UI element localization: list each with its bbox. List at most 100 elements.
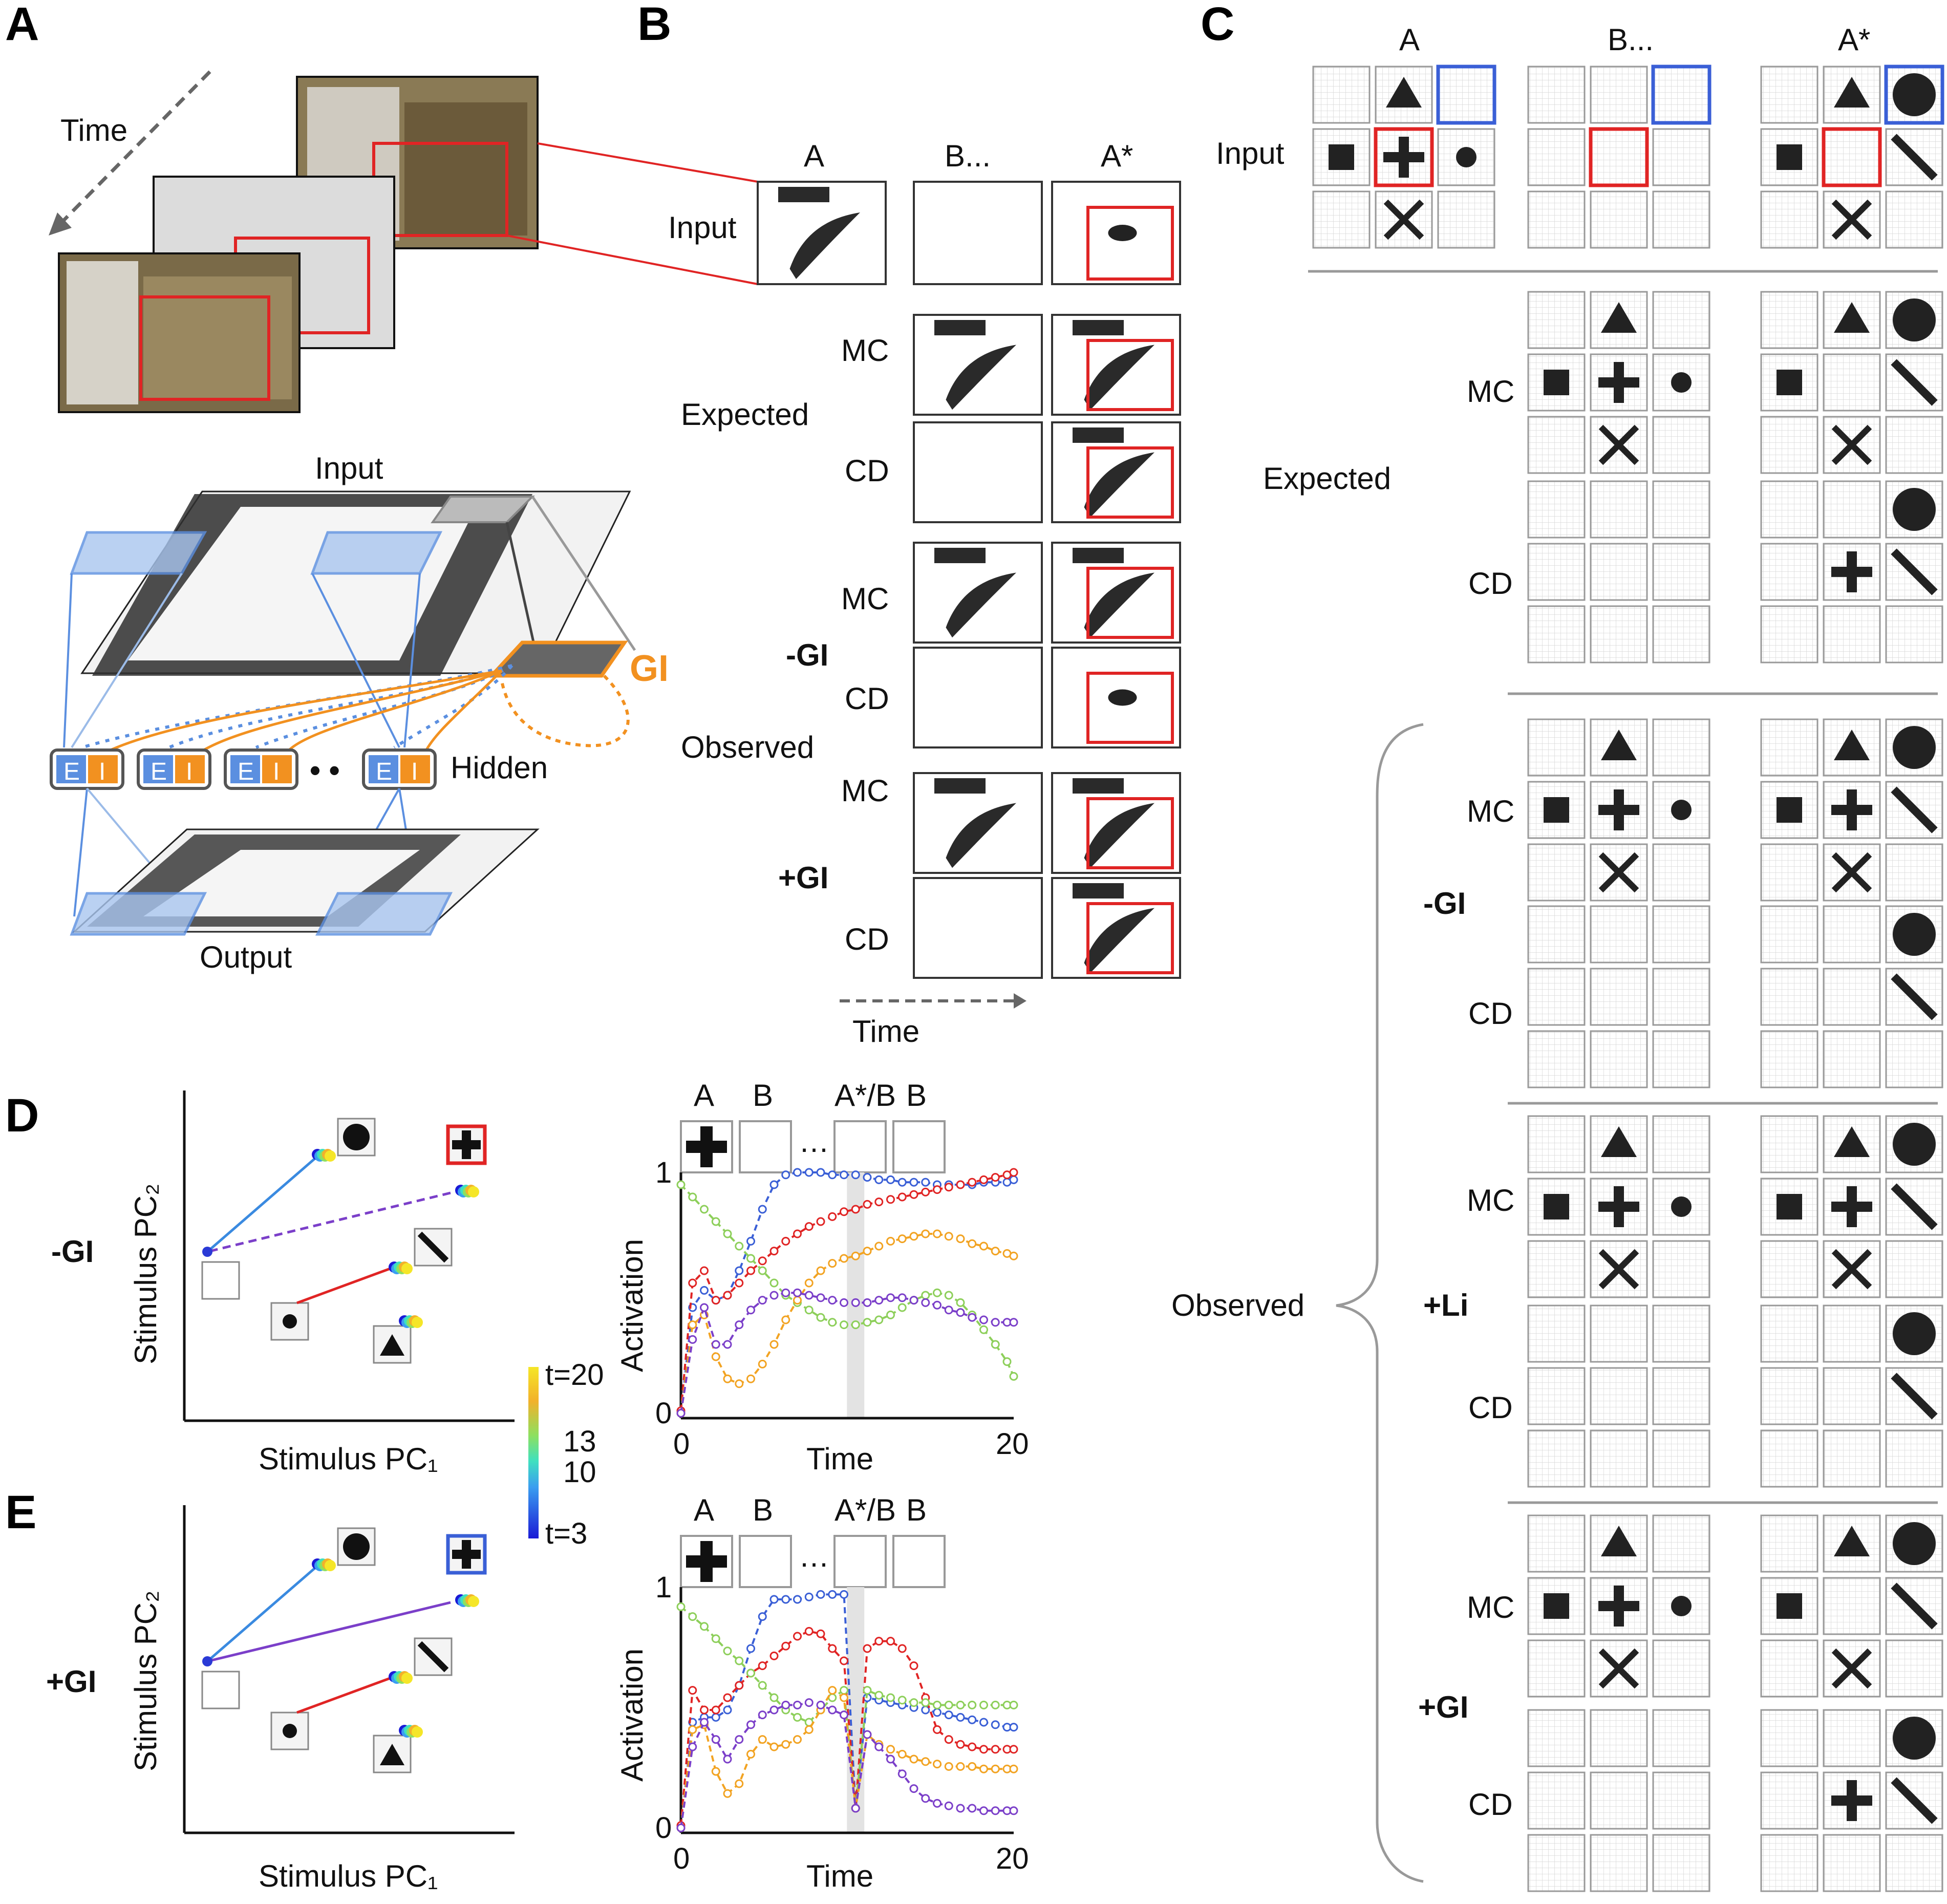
grid-cell [1652,781,1710,839]
roi-box [1086,797,1174,869]
series-point [886,1236,895,1246]
gi-unit [487,640,628,678]
series-point [840,1710,848,1720]
series-point [793,1700,802,1709]
series-point [840,1170,848,1180]
seq-label: B [906,1078,927,1113]
series-point [688,1320,697,1330]
series-point [781,1236,790,1246]
grid-cell [1652,1514,1710,1573]
series-point [933,1185,942,1194]
c-row-input: Input [1216,136,1285,170]
seq-box [833,1120,887,1173]
series-point [793,1168,802,1177]
series-point [897,1293,907,1302]
grid-cell [1885,190,1943,249]
diagonal-shape [1891,1777,1938,1824]
series-point [688,1335,697,1344]
series-point [933,1288,942,1297]
series-point [828,1318,837,1327]
grid-cell [1312,66,1371,124]
dot-shape [1671,372,1692,393]
grid-cell [1760,1709,1818,1767]
hidden-unit-1: E I [50,748,124,790]
series-point [956,1713,965,1722]
trajectory-red [296,1675,395,1714]
triangle-shape [1601,1126,1637,1157]
series-point [769,1705,779,1715]
diamond-shape [1893,726,1936,769]
series-point [711,1217,720,1226]
time-dot [401,1263,413,1274]
series-point [746,1374,755,1383]
blank-icon [201,1261,240,1300]
grid-cell [1527,128,1586,186]
series-point [676,1408,686,1418]
b-row-expected: Expected [681,397,809,432]
grid-cell [1760,1834,1818,1892]
grid-cell [1760,291,1818,349]
series-point [711,1634,720,1643]
grid-cell [1652,1030,1710,1088]
hidden-unit-n: E I [362,748,437,790]
d-ylabel: Activation [615,1239,649,1372]
b-time-label: Time [852,1014,919,1049]
grid-cell [1885,718,1943,777]
seq-label: A*/B [835,1078,896,1113]
diagonal-shape [1891,359,1938,406]
series-point [758,1296,767,1305]
grid-cell [1375,66,1433,124]
grid-cell [1823,968,1881,1026]
grid-cell [1885,1178,1943,1236]
b-frame [1051,542,1181,644]
grid-cell [1885,1304,1943,1363]
panel-letter-e: E [5,1486,36,1538]
series-point [979,1745,988,1754]
triangle-shape [1834,77,1870,108]
series-point [711,1735,720,1744]
square-shape [1777,370,1802,395]
series-point [863,1730,872,1739]
grid-cell [1590,66,1648,124]
grid-cell [1885,843,1943,902]
grid-cell [1652,480,1710,539]
grid-cell [1885,781,1943,839]
grid-cell [1823,66,1881,124]
grid-cell [1885,291,1943,349]
grid-cell [1823,718,1881,777]
series-point [700,1622,709,1631]
series-point [991,1764,1000,1773]
grid-cell [1760,1178,1818,1236]
series-point [700,1718,709,1727]
series-point [758,1256,767,1266]
grid-cell [1652,605,1710,664]
series-point [909,1755,918,1764]
excitatory-label: E [63,758,80,785]
panel-c: C A B... A* Input MC Expected CD Observe… [1171,0,1944,1892]
series-point [688,1192,697,1202]
grid-cell [1760,1115,1818,1173]
grid-cell [1590,718,1648,777]
series-point [758,1681,767,1690]
grid-cell [1590,1429,1648,1488]
series-point [991,1720,1000,1729]
triangle-shape [1834,1526,1870,1556]
series-point [909,1178,918,1187]
series-point [933,1725,942,1734]
series-point [723,1291,732,1300]
grid-cell [1823,416,1881,474]
series-point [1009,1318,1018,1327]
series-point [700,1705,709,1715]
c-cd-3: CD [1468,1390,1513,1425]
grid-cell [1885,605,1943,664]
b-frame [913,542,1043,644]
series-point [758,1266,767,1275]
highlight-box [1822,127,1882,187]
square-shape [1777,797,1802,823]
c-mc-2: MC [1467,794,1514,828]
grid-cell [1436,65,1496,125]
origin-dot [202,1656,212,1666]
